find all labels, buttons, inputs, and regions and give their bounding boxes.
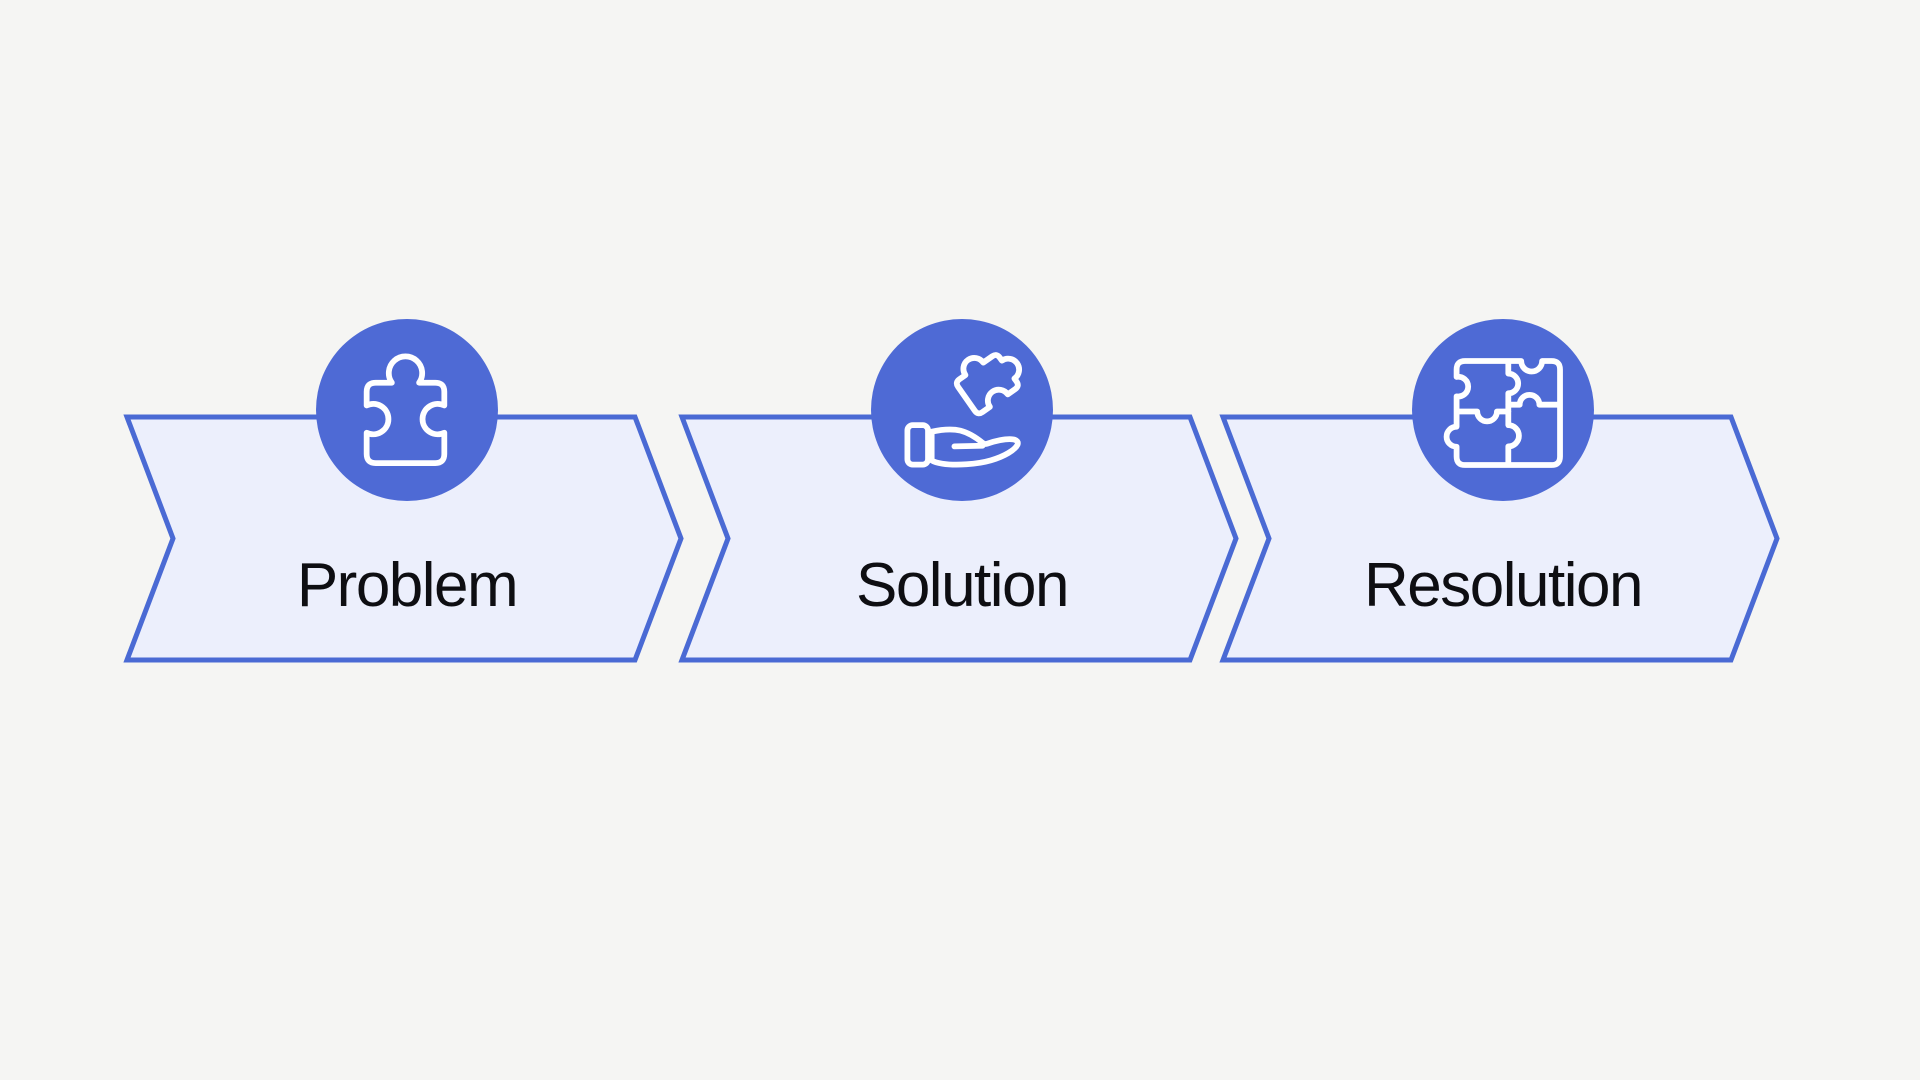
hand-holding-puzzle-icon [904,352,1022,468]
chevron-banner [678,414,1239,663]
step-label: Problem [296,551,519,620]
flow-step-problem: Problem [123,319,684,663]
flow-step-resolution: Resolution [1219,319,1780,663]
puzzle-piece-icon [363,353,448,466]
step-icon-badge [871,319,1053,501]
step-icon-badge [1412,319,1594,501]
step-icon-badge [316,319,498,501]
completed-puzzle-icon [1443,358,1563,468]
step-label: Solution [855,551,1070,620]
step-label: Resolution [1364,551,1643,620]
chevron-banner [1219,414,1780,663]
flow-step-solution: Solution [678,319,1239,663]
chevron-banner [123,414,684,663]
